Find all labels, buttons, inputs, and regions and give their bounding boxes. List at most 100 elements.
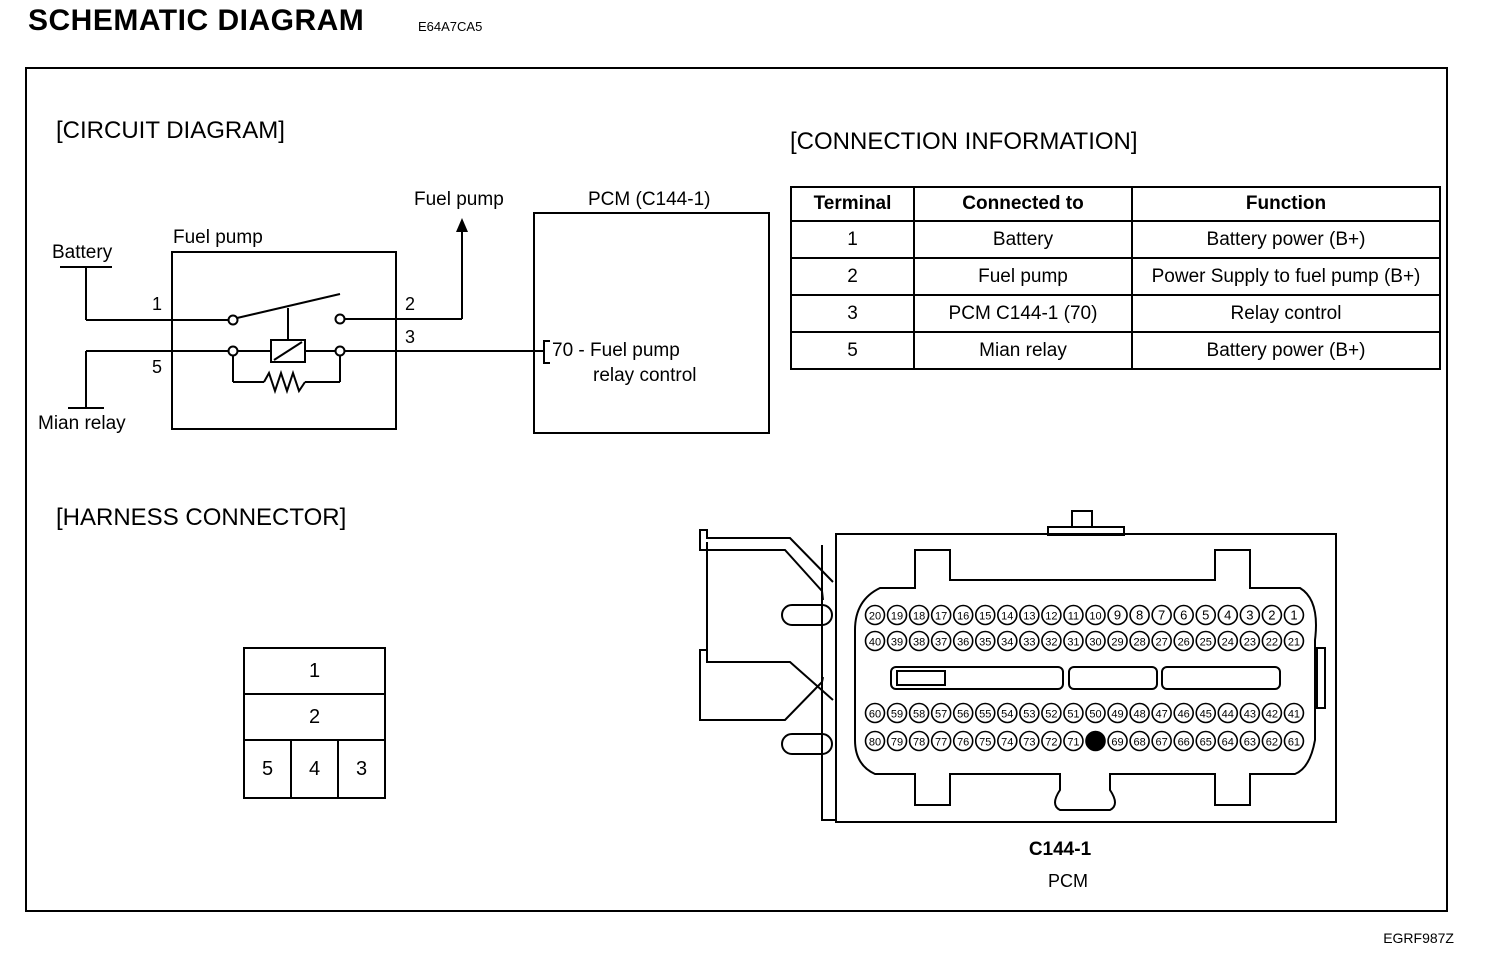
fuel-pump-output-label: Fuel pump [414,189,504,210]
connector-pin-label: 2 [1268,608,1275,623]
connector-pin-41 [1283,702,1305,724]
table-row: 2 Fuel pump Power Supply to fuel pump (B… [790,257,1441,296]
connector-pin-24 [1217,630,1239,652]
connector-pin-31 [1063,630,1084,652]
connector-pin-label: 80 [869,737,881,749]
connector-pin-label: 23 [1244,637,1256,649]
connector-pin-label: 1 [1290,608,1297,623]
pin-1-label: 1 [152,294,162,314]
connector-pin-16 [952,604,974,626]
connector-pin-61 [1283,730,1305,752]
connector-pin-label: 34 [1001,637,1013,649]
connector-pin-label: 24 [1222,637,1234,649]
connector-pin-label: 7 [1158,608,1165,623]
connector-pin-48 [1129,702,1150,724]
connector-pin-label: 54 [1001,709,1013,721]
connector-pin-label: 52 [1045,709,1057,721]
harness-pin-4: 4 [292,741,339,797]
connector-pin-66 [1173,730,1194,752]
function-cell: Power Supply to fuel pump (B+) [1131,257,1441,296]
connector-pin-26 [1173,630,1194,652]
harness-row: 1 [245,649,384,695]
harness-connector-heading: [HARNESS CONNECTOR] [56,504,346,531]
page-title: SCHEMATIC DIAGRAM [28,4,365,37]
connector-pin-label: 28 [1133,637,1145,649]
connector-pin-25 [1195,630,1217,652]
document-code: E64A7CA5 [418,19,483,34]
connector-pin-35 [974,630,996,652]
harness-row: 5 4 3 [245,741,384,797]
connector-pin-label: 56 [957,709,969,721]
connector-pin-72 [1041,730,1062,752]
connector-pin-label: 4 [1224,608,1231,623]
connector-pin-label: 14 [1001,611,1013,623]
connector-pin-1 [1283,604,1305,626]
connector-pin-30 [1085,630,1106,652]
connector-pin-label: 18 [913,611,925,623]
connector-pin-label: 57 [935,709,947,721]
connector-pin-label: 71 [1067,737,1079,749]
function-cell: Battery power (B+) [1131,220,1441,259]
connector-pin-label: 13 [1023,611,1035,623]
connector-pin-47 [1151,702,1172,724]
connector-pin-67 [1151,730,1172,752]
connector-pin-51 [1063,702,1084,724]
relay-switch-arm [236,293,341,319]
connector-pin-39 [886,630,908,652]
terminal-cell: 2 [790,257,915,296]
connector-pin-label: 31 [1067,637,1079,649]
connector-pin-label: 30 [1089,637,1101,649]
connector-pin-label: 47 [1156,709,1168,721]
connector-pin-10 [1085,604,1106,626]
battery-label: Battery [52,242,113,263]
pcm-connector-c144-1 [699,510,1337,823]
column-header-terminal: Terminal [790,186,915,222]
switch-contact-2 [334,313,346,325]
connector-pin-label: 35 [979,637,991,649]
connector-pin-label: 44 [1222,709,1234,721]
connector-pin-label: 15 [979,611,991,623]
connector-pin-42 [1261,702,1283,724]
pin-2-label: 2 [405,294,415,314]
connector-pin-52 [1041,702,1062,724]
connector-pin-56 [952,702,974,724]
connector-pin-46 [1173,702,1194,724]
connector-pin-53 [1019,702,1040,724]
pcm-pin-bracket [543,340,550,364]
connector-pin-label: 58 [913,709,925,721]
connector-pin-label: 8 [1136,608,1143,623]
pcm-pin-label: 70 - Fuel pump [552,340,680,361]
connector-pin-4 [1217,604,1239,626]
connector-pin-label: 51 [1067,709,1079,721]
connector-pin-63 [1239,730,1261,752]
harness-pin-3: 3 [355,757,368,780]
connector-pin-3 [1239,604,1261,626]
connector-pin-label: 26 [1178,637,1190,649]
main-relay-label: Mian relay [38,413,126,434]
connector-pin-5 [1195,604,1217,626]
connector-pin-label: 59 [891,709,903,721]
connector-pin-20 [864,604,886,626]
connector-pin-27 [1151,630,1172,652]
connector-pin-label: 63 [1244,737,1256,749]
connector-pin-37 [930,630,952,652]
connector-pin-label: 68 [1133,737,1145,749]
connector-pin-40 [864,630,886,652]
connector-pin-19 [886,604,908,626]
connector-pin-38 [908,630,930,652]
table-row: 3 PCM C144-1 (70) Relay control [790,294,1441,333]
connector-pin-label: 3 [1246,608,1253,623]
connector-pin-77 [930,730,952,752]
connector-pin-11 [1063,604,1084,626]
diagram-frame [25,67,1448,912]
connector-pin-label: 21 [1288,637,1300,649]
connector-pin-13 [1019,604,1040,626]
relay-box [171,251,397,430]
table-header-row: Terminal Connected to Function [790,186,1441,222]
connector-pin-label: 76 [957,737,969,749]
pcm-box-label: PCM (C144-1) [588,189,710,210]
connector-pin-label: 65 [1200,737,1212,749]
arrow-up-icon [456,218,468,232]
connector-pin-label: 72 [1045,737,1057,749]
